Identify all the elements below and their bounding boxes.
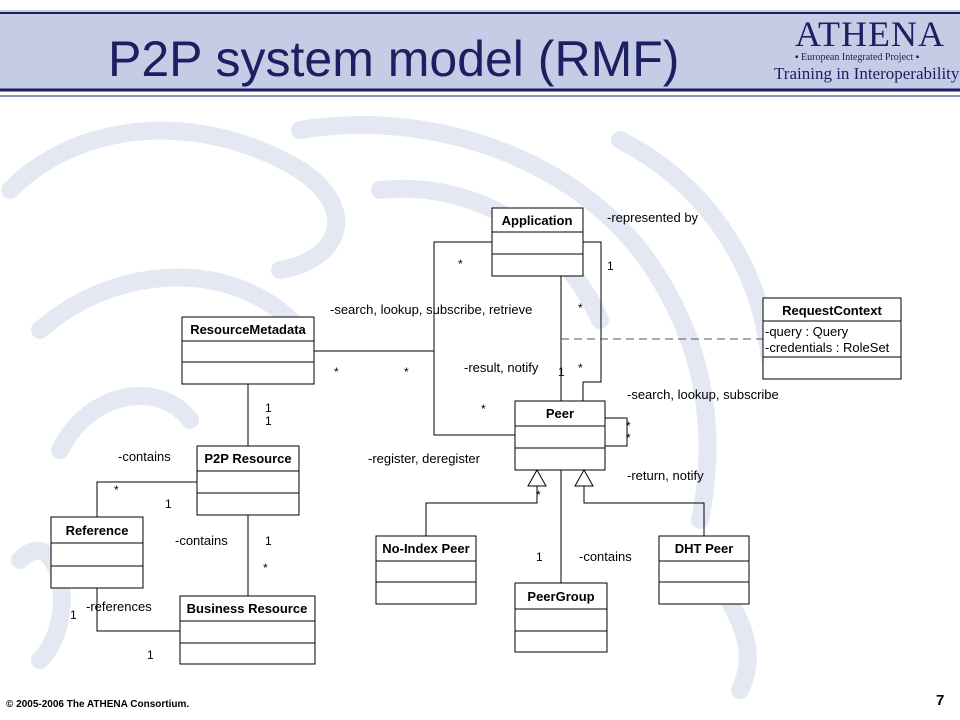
mult-business-star: * (263, 561, 268, 575)
mult-app-represented-one: 1 (607, 259, 614, 273)
mult-peer-register-star: * (481, 402, 486, 416)
mult-reference-one: 1 (70, 608, 77, 622)
association-labels: -represented by -search, lookup, subscri… (86, 210, 779, 614)
label-references: -references (86, 599, 152, 614)
class-dht-peer[interactable]: DHT Peer (658, 535, 750, 605)
mult-peer-self-star-b: * (626, 431, 631, 445)
label-return-notify: -return, notify (627, 468, 704, 483)
class-dht-peer-name: DHT Peer (675, 541, 734, 556)
class-peer-group-name: PeerGroup (527, 589, 594, 604)
attr-credentials: -credentials : RoleSet (765, 340, 890, 355)
mult-peer-result-one: 1 (558, 365, 565, 379)
generalization-dht-peer (583, 486, 705, 536)
assoc-peer-self (605, 417, 628, 447)
mult-metadata-star-b: * (404, 365, 409, 379)
athena-logo: ATHENA (795, 14, 945, 54)
class-peer-group[interactable]: PeerGroup (514, 582, 608, 653)
mult-app-left-star: * (458, 257, 463, 271)
inheritance-arrow-left (527, 468, 547, 487)
class-application-name: Application (502, 213, 573, 228)
mult-app-result-star: * (578, 361, 583, 375)
mult-metadata-one: 1 (265, 401, 272, 415)
mult-p2p-resource-one: 1 (265, 414, 272, 428)
mult-p2p-business-one: 1 (265, 534, 272, 548)
assoc-register-deregister (433, 241, 515, 436)
class-resource-metadata-name: ResourceMetadata (190, 322, 306, 337)
class-reference-name: Reference (66, 523, 129, 538)
class-peer-name: Peer (546, 406, 574, 421)
athena-logo-tagline: Training in Interoperability (774, 64, 960, 83)
header-background (0, 10, 960, 90)
header-band (0, 0, 960, 97)
label-contains-group: -contains (579, 549, 632, 564)
inheritance-arrow-right (574, 468, 594, 487)
mult-app-star-below: * (578, 301, 583, 315)
slide-header: P2P system model (RMF) ATHENA ▪ European… (0, 0, 960, 100)
mult-business-ref-one: 1 (147, 648, 154, 662)
class-business-resource-name: Business Resource (187, 601, 308, 616)
label-search-lookup-subscribe-retrieve: -search, lookup, subscribe, retrieve (330, 302, 532, 317)
label-result-notify: -result, notify (464, 360, 539, 375)
copyright-notice: © 2005-2006 The ATHENA Consortium. (6, 699, 190, 710)
slide-title: P2P system model (RMF) (108, 31, 680, 87)
page-number: 7 (936, 692, 945, 709)
class-no-index-peer[interactable]: No-Index Peer (375, 535, 477, 605)
mult-reference-star: * (114, 483, 119, 497)
class-application[interactable]: Application (491, 207, 584, 277)
label-register-deregister: -register, deregister (368, 451, 481, 466)
mult-p2p-ref-one: 1 (165, 497, 172, 511)
mult-peer-bottom-star: * (536, 488, 541, 502)
class-resource-metadata[interactable]: ResourceMetadata (181, 316, 315, 385)
class-request-context[interactable]: RequestContext -query : Query -credentia… (762, 297, 902, 380)
multiplicities: * 1 * * 1 * * * 1 1 * * * * 1 1 * 1 1 1 (70, 257, 631, 662)
assoc-references (96, 588, 180, 632)
assoc-contains-reference (96, 481, 197, 517)
class-peer[interactable]: Peer (514, 400, 606, 471)
class-no-index-peer-name: No-Index Peer (382, 541, 469, 556)
generalization-no-index-peer (425, 486, 538, 536)
mult-peer-self-star-a: * (626, 419, 631, 433)
mult-metadata-star-a: * (334, 365, 339, 379)
mult-peergroup-one: 1 (536, 550, 543, 564)
label-contains-reference: -contains (118, 449, 171, 464)
attr-query: -query : Query (765, 324, 849, 339)
class-reference[interactable]: Reference (50, 516, 144, 589)
label-search-lookup-subscribe: -search, lookup, subscribe (627, 387, 779, 402)
athena-logo-subtitle: ▪ European Integrated Project ▪ (795, 52, 920, 63)
class-p2p-resource-name: P2P Resource (204, 451, 291, 466)
assoc-represented-by (582, 241, 602, 401)
associations (96, 241, 763, 632)
label-contains-business: -contains (175, 533, 228, 548)
label-represented-by: -represented by (607, 210, 699, 225)
class-p2p-resource[interactable]: P2P Resource (196, 445, 300, 516)
class-request-context-name: RequestContext (782, 303, 882, 318)
class-business-resource[interactable]: Business Resource (179, 595, 316, 665)
